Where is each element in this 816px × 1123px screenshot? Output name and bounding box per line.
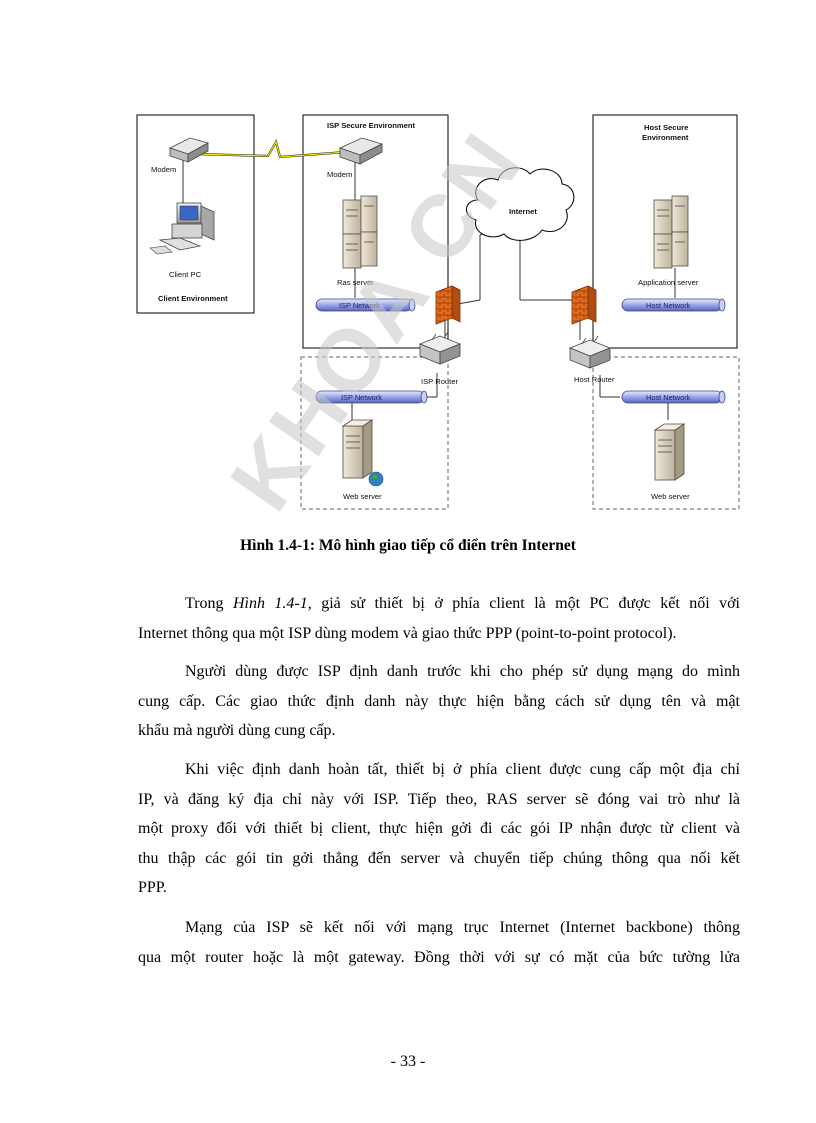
paragraph-line: Mạng của ISP sẽ kết nối với mạng trục In… bbox=[138, 913, 740, 943]
application-server-label: Application server bbox=[638, 278, 699, 287]
isp-secure-environment-label: ISP Secure Environment bbox=[327, 121, 416, 130]
client-pc-icon bbox=[150, 203, 214, 254]
host-network-bottom-label: Host Network bbox=[646, 393, 691, 402]
paragraph-4: Mạng của ISP sẽ kết nối với mạng trục In… bbox=[138, 913, 740, 972]
web-server-right-label: Web server bbox=[651, 492, 690, 501]
web-server-left-label: Web server bbox=[343, 492, 382, 501]
isp-modem-icon bbox=[340, 138, 382, 164]
host-network-top-label: Host Network bbox=[646, 301, 691, 310]
web-server-right-icon bbox=[655, 424, 684, 480]
client-environment-label: Client Environment bbox=[158, 294, 228, 303]
paragraph-line: Internet thông qua một ISP dùng modem và… bbox=[138, 619, 740, 649]
client-pc-label: Client PC bbox=[169, 270, 202, 279]
paragraph-line: cung cấp. Các giao thức định danh này th… bbox=[138, 687, 740, 717]
paragraph-3: Khi việc định danh hoàn tất, thiết bị ở … bbox=[138, 755, 740, 903]
application-server-icon bbox=[654, 196, 688, 268]
client-modem-icon bbox=[170, 138, 208, 162]
paragraph-line: PPP. bbox=[138, 873, 740, 903]
paragraph-line: một proxy đối với thiết bị client, thực … bbox=[138, 814, 740, 844]
paragraph-line: thu thập các gói tin gởi thẳng đến serve… bbox=[138, 844, 740, 874]
paragraph-line: IP, và đăng ký địa chỉ này với ISP. Tiếp… bbox=[138, 785, 740, 815]
paragraph-1: Trong Hình 1.4-1, giả sử thiết bị ở phía… bbox=[138, 589, 740, 648]
host-firewall-icon bbox=[572, 286, 596, 324]
host-router-icon bbox=[570, 336, 610, 368]
figure-caption: Hình 1.4-1: Mô hình giao tiếp cổ điển tr… bbox=[0, 537, 816, 555]
paragraph-line: qua một router hoặc là một gateway. Đồng… bbox=[138, 943, 740, 973]
host-secure-environment-label-1: Host Secure bbox=[644, 123, 688, 132]
paragraph-line: Khi việc định danh hoàn tất, thiết bị ở … bbox=[138, 755, 740, 785]
paragraph-line: Trong Hình 1.4-1, giả sử thiết bị ở phía… bbox=[138, 589, 740, 619]
isp-router-label: ISP Router bbox=[421, 377, 458, 386]
paragraph-line: Người dùng được ISP định danh trước khi … bbox=[138, 657, 740, 687]
host-router-label: Host Router bbox=[574, 375, 615, 384]
host-secure-environment-label-2: Environment bbox=[642, 133, 689, 142]
paragraph-line: khẩu mà người dùng cung cấp. bbox=[138, 716, 740, 746]
page-number: - 33 - bbox=[0, 1053, 816, 1071]
client-modem-label: Modem bbox=[151, 165, 176, 174]
paragraph-2: Người dùng được ISP định danh trước khi … bbox=[138, 657, 740, 746]
isp-modem-label: Modem bbox=[327, 170, 352, 179]
